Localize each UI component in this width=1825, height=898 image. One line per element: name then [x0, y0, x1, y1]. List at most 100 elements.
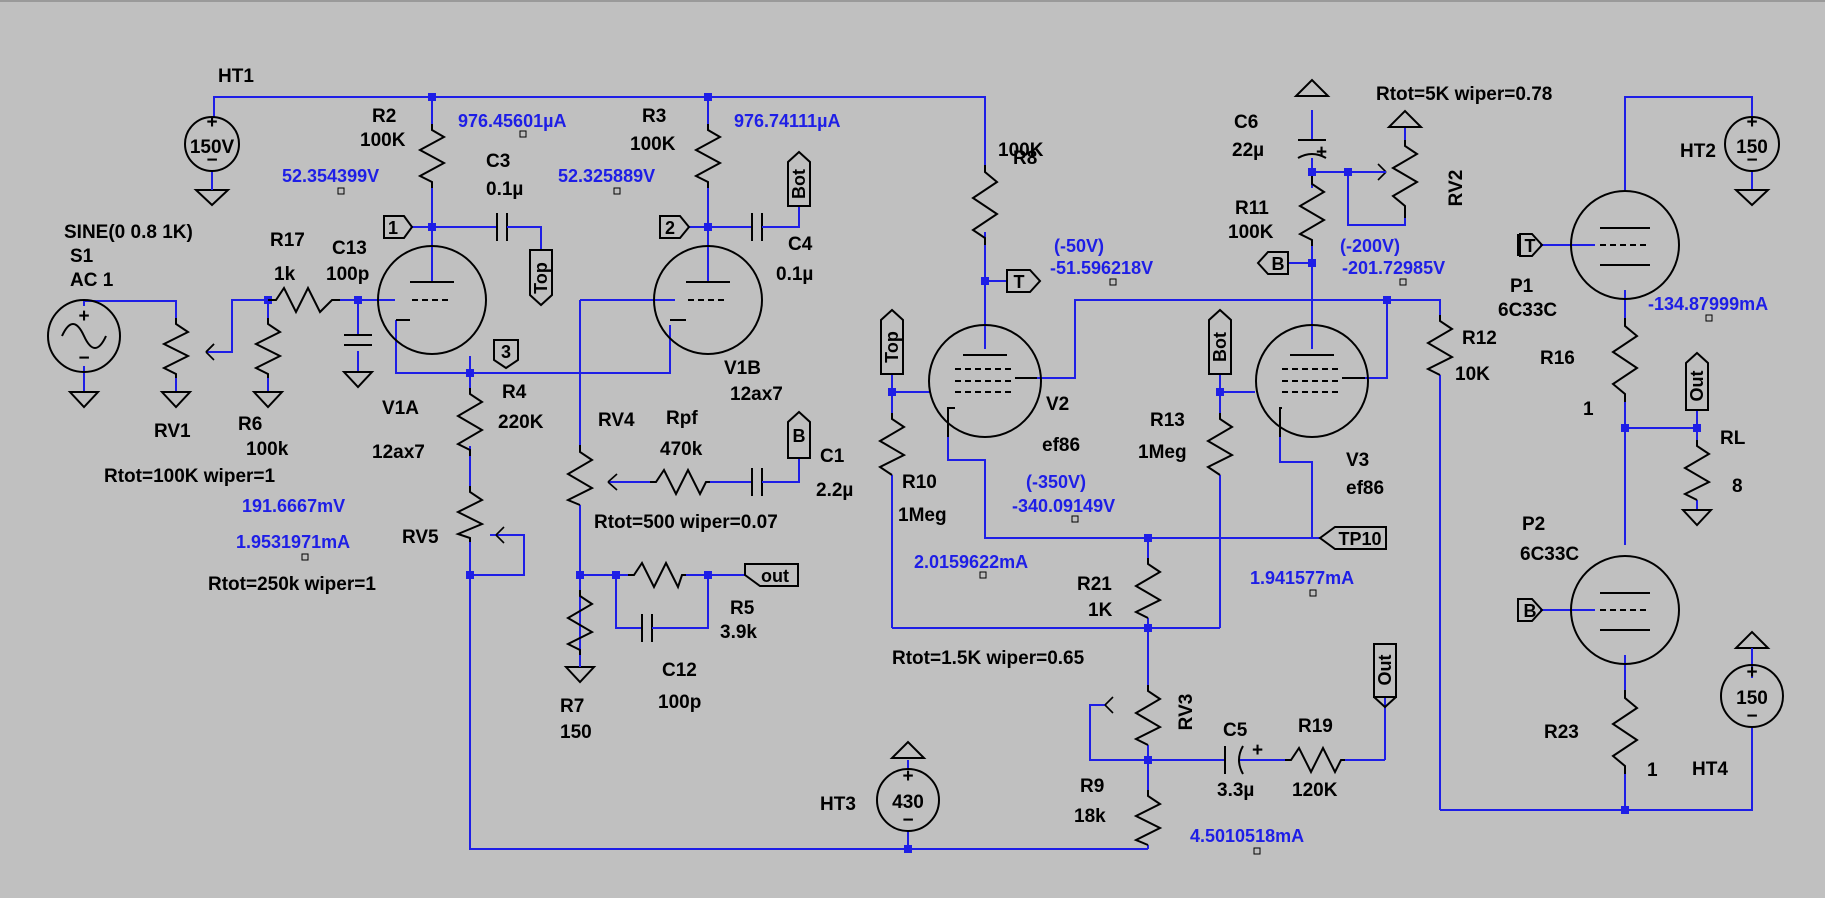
svg-text:B: B [793, 426, 806, 446]
s1-ac: AC 1 [70, 270, 114, 291]
i-v2-annotation: 2.0159622mA [914, 552, 1028, 572]
r10-name: R10 [902, 472, 937, 493]
p1-name: P1 [1510, 276, 1534, 297]
r12-symbol [1425, 315, 1455, 376]
svg-text:Out: Out [1687, 371, 1707, 402]
rl-value: 8 [1732, 476, 1743, 497]
i-r2-annotation: 976.45601µA [458, 111, 566, 131]
ht3-label: HT3 [820, 794, 856, 815]
c13-name: C13 [332, 238, 367, 259]
r9-name: R9 [1080, 776, 1104, 797]
svg-text:1: 1 [388, 218, 398, 238]
v1b-type: 12ax7 [730, 384, 783, 405]
flag-top-c3: Top [529, 249, 553, 307]
r13-value: 1Meg [1138, 442, 1187, 463]
r21-symbol [1133, 558, 1163, 619]
neg-setpoint-annotation: (-350V) [1026, 472, 1086, 492]
c6-value: 22µ [1232, 140, 1264, 161]
ht2-value: 150 [1736, 137, 1768, 158]
v3-type: ef86 [1346, 478, 1384, 499]
capacitor-symbols[interactable]: + + [344, 139, 1327, 775]
svg-text:+: + [1746, 112, 1757, 133]
v2-tube [928, 324, 1042, 438]
r9-value: 18k [1074, 806, 1106, 827]
c3-symbol [496, 213, 521, 241]
flag-b-c1: B [787, 410, 811, 459]
r16-value: 1 [1583, 399, 1594, 420]
r17-name: R17 [270, 230, 305, 251]
flag-b-r11: B [1256, 251, 1289, 275]
rpf-symbol [650, 467, 710, 497]
r7-name: R7 [560, 696, 584, 717]
r6-name: R6 [238, 414, 262, 435]
flag-tp10: TP10 [1318, 526, 1387, 550]
resistor-symbols[interactable] [161, 124, 1712, 846]
svg-text:+: + [1746, 662, 1757, 683]
voltage-sources[interactable]: + − + − + − + − + − [47, 112, 1784, 832]
rv4-spec: Rtot=500 wiper=0.07 [594, 512, 778, 533]
rv4-name: RV4 [598, 410, 635, 431]
c3-value: 0.1µ [486, 179, 523, 200]
ht4-label: HT4 [1692, 759, 1728, 780]
ht1-label: HT1 [218, 66, 254, 87]
rv5-symbol [455, 486, 485, 542]
net-flags[interactable]: 1 2 3 Top Bot B Top T Bot B out TP10 Out… [383, 150, 1709, 709]
flag-out-rl: Out [1685, 351, 1709, 411]
r23-name: R23 [1544, 722, 1579, 743]
rl-name: RL [1720, 428, 1746, 449]
svg-text:+: + [1316, 142, 1327, 163]
c6-symbol: + [1297, 139, 1327, 163]
rv3-spec: Rtot=1.5K wiper=0.65 [892, 648, 1085, 669]
v1b-tube [653, 245, 763, 355]
r13-symbol [1206, 413, 1235, 476]
v1a-tube [377, 245, 487, 355]
r5-symbol [628, 560, 686, 590]
flag-3: 3 [493, 339, 519, 370]
flag-top-v2: Top [880, 308, 904, 375]
rv1-symbol [161, 318, 191, 378]
r3-value: 100K [630, 134, 676, 155]
rv5-spec: Rtot=250k wiper=1 [208, 574, 376, 595]
r3-symbol [693, 124, 723, 188]
i-v3-annotation: 1.941577mA [1250, 568, 1354, 588]
r8-symbol [971, 165, 999, 245]
wires [83, 96, 1753, 850]
r19-name: R19 [1298, 716, 1333, 737]
v3-setpoint-annotation: (-200V) [1340, 236, 1400, 256]
v-v1b-annotation: 52.325889V [558, 166, 655, 186]
ground-symbols [67, 170, 1771, 684]
r9-symbol [1133, 790, 1163, 846]
rv2-symbol [1391, 140, 1419, 218]
s1-spec: SINE(0 0.8 1K) [64, 222, 193, 243]
r12-value: 10K [1455, 364, 1490, 385]
ht3-source: + − [876, 766, 940, 832]
r23-value: 1 [1647, 760, 1658, 781]
ht1-source: + − [184, 112, 240, 172]
ht2-source: + − [1724, 112, 1780, 172]
rv3-symbol [1133, 685, 1163, 746]
c5-value: 3.3µ [1217, 780, 1254, 801]
ht4-value: 150 [1736, 688, 1768, 709]
c13-symbol [344, 334, 372, 346]
p2-type: 6C33C [1520, 544, 1579, 565]
junction-dots [264, 93, 1701, 853]
svg-text:T: T [1014, 272, 1025, 292]
svg-text:TP10: TP10 [1338, 529, 1381, 549]
r10-value: 1Meg [898, 505, 947, 526]
v2-setpoint-annotation: (-50V) [1054, 236, 1104, 256]
v2-type: ef86 [1042, 435, 1080, 456]
i-ht3-annotation: 4.5010518mA [1190, 826, 1304, 846]
flag-out-r5: out [744, 563, 799, 587]
p2-tube [1570, 555, 1680, 665]
r17-symbol [268, 285, 340, 315]
svg-text:3: 3 [501, 342, 511, 362]
svg-text:B: B [1524, 601, 1537, 621]
r10-symbol [878, 413, 907, 476]
c5-symbol: + [1224, 740, 1263, 775]
tube-symbols[interactable] [377, 190, 1680, 665]
c1-value: 2.2µ [816, 480, 853, 501]
pot-wipers [205, 163, 1387, 714]
svg-text:−: − [902, 810, 913, 831]
svg-text:T: T [1525, 236, 1536, 256]
